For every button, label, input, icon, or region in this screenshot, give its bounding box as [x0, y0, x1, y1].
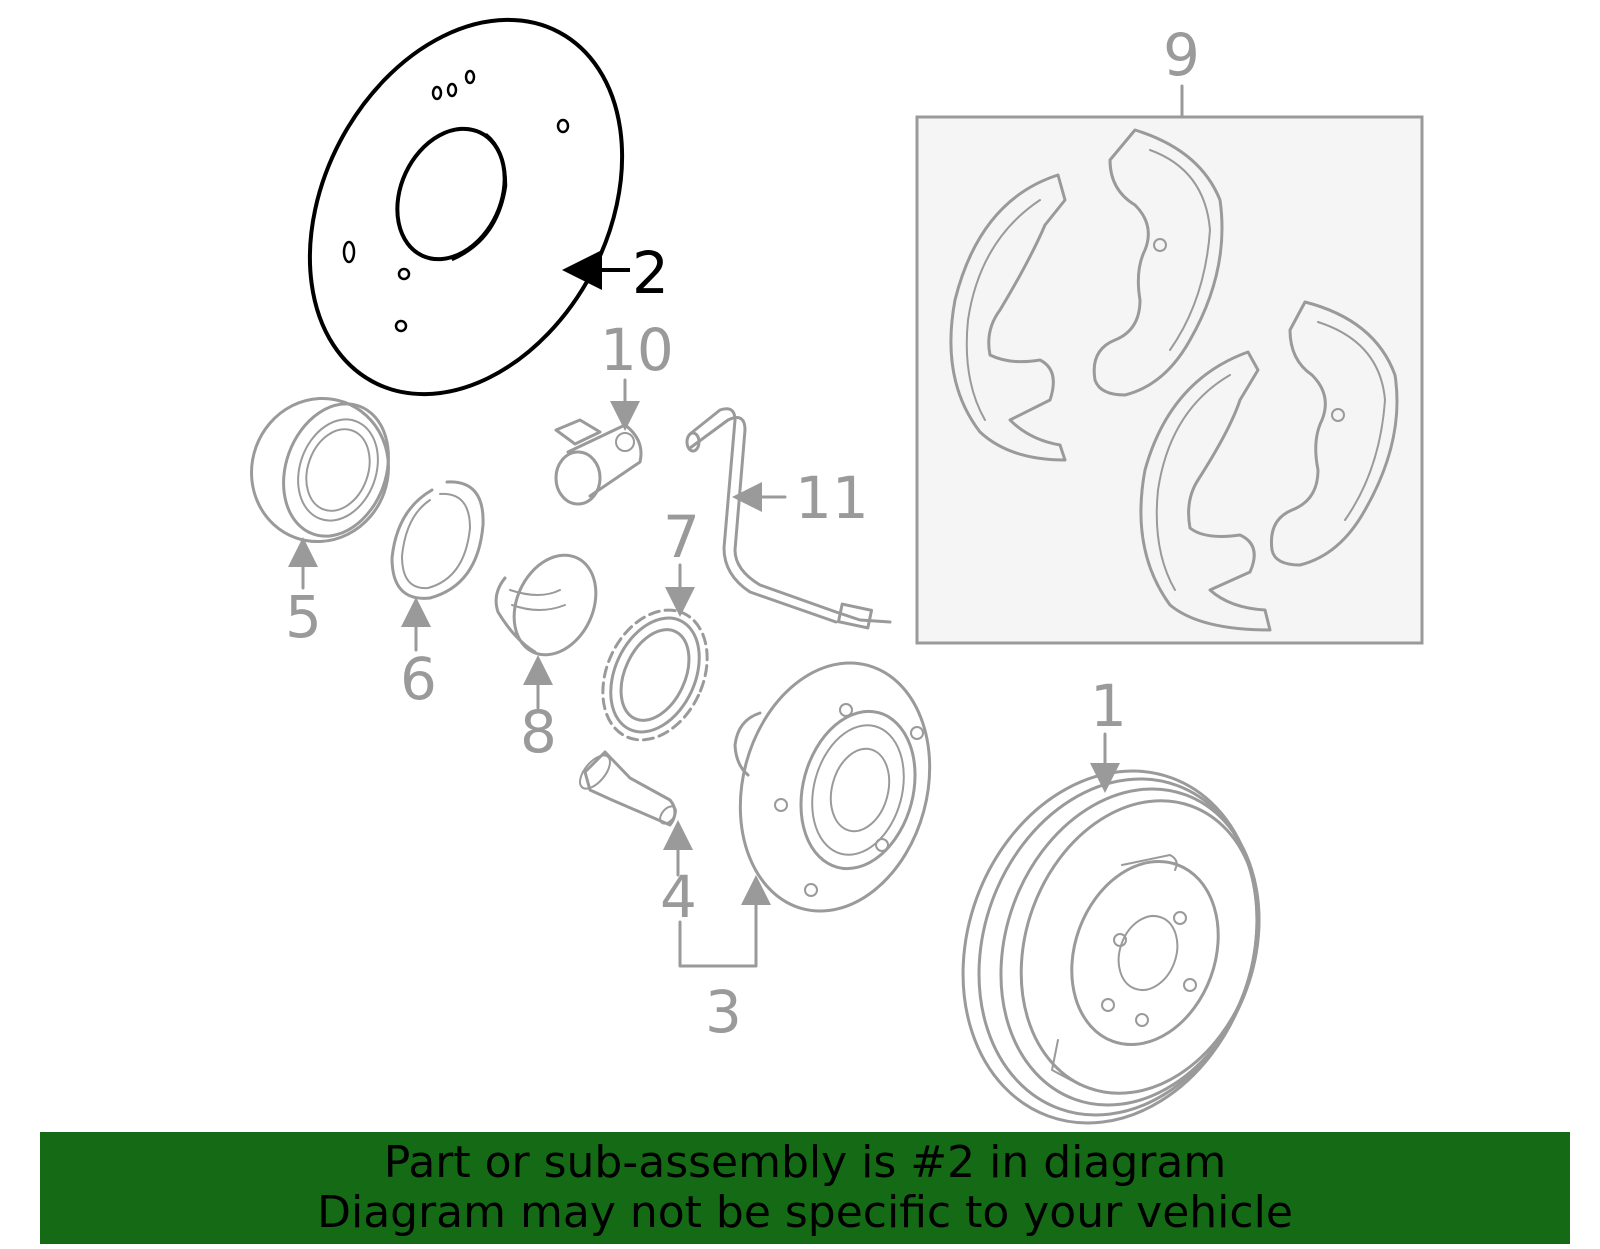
- wheel-stud-part-4[interactable]: [574, 750, 679, 827]
- callout-label-2[interactable]: 2: [632, 239, 669, 307]
- callout-label-10[interactable]: 10: [600, 316, 674, 384]
- wheel-bearing-part-5[interactable]: [231, 379, 408, 561]
- brake-drum-part-1[interactable]: [915, 729, 1305, 1164]
- bracket-leader-3: [678, 875, 771, 968]
- info-banner: Part or sub-assembly is #2 in diagram Di…: [40, 1132, 1570, 1244]
- callout-label-4[interactable]: 4: [660, 863, 697, 931]
- brake-shoe-kit-part-9[interactable]: [915, 115, 1424, 645]
- callout-label-6[interactable]: 6: [400, 645, 437, 713]
- callout-label-8[interactable]: 8: [520, 698, 557, 766]
- callout-label-7[interactable]: 7: [663, 503, 700, 571]
- dust-boot-part-8[interactable]: [494, 542, 611, 668]
- wheel-hub-part-3[interactable]: [714, 641, 957, 932]
- callout-label-9[interactable]: 9: [1163, 21, 1200, 89]
- callout-label-3[interactable]: 3: [705, 978, 742, 1046]
- banner-line-2: Diagram may not be specific to your vehi…: [317, 1187, 1293, 1238]
- callout-label-11[interactable]: 11: [795, 464, 869, 532]
- banner-line-1: Part or sub-assembly is #2 in diagram: [383, 1137, 1227, 1188]
- callout-label-5[interactable]: 5: [285, 583, 322, 651]
- callout-label-1[interactable]: 1: [1090, 672, 1127, 740]
- brake-hose-part-11[interactable]: [685, 407, 892, 630]
- snap-ring-part-6[interactable]: [390, 480, 485, 600]
- abs-tone-ring-part-7[interactable]: [583, 593, 727, 757]
- wheel-cylinder-part-10[interactable]: [554, 418, 643, 506]
